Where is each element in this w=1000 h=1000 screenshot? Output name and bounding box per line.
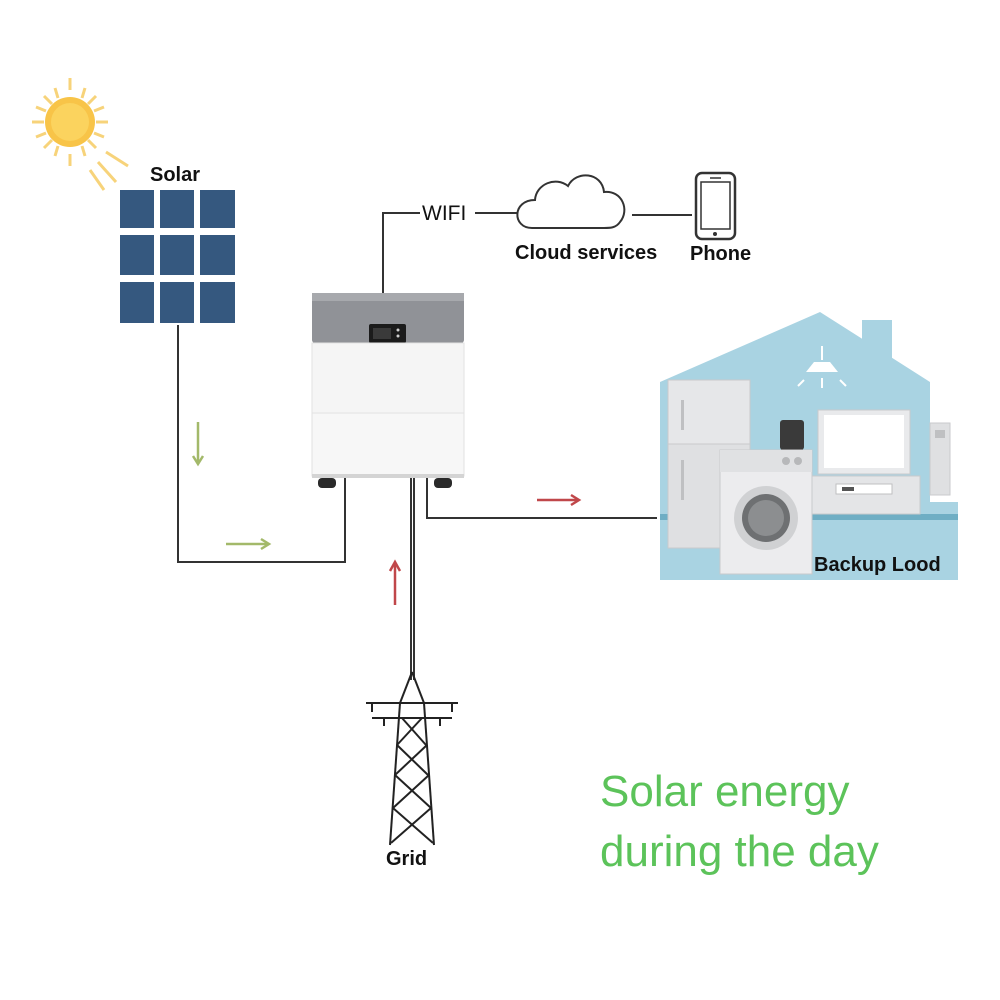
power-tower-icon [366,671,458,846]
wifi-label: WIFI [422,202,467,225]
cloud-icon [516,174,626,229]
solar-panel-icon [120,190,235,323]
phone-label: Phone [690,243,752,265]
solar-label: Solar [150,164,201,186]
sun-icon [32,78,129,191]
title-line-1: Solar energy [600,767,850,816]
wires [177,212,692,680]
backup-load-label: Backup Lood [814,554,941,576]
battery-inverter-icon [311,293,465,488]
diagram-title: Solar energy during the day [600,762,990,882]
title-line-2: during the day [600,827,879,876]
solar-flow-arrow-down [191,422,205,467]
load-flow-arrow-right [537,493,582,507]
grid-flow-arrow-up [388,559,402,605]
cloud-services-label: Cloud services [515,242,658,264]
house-appliances-icon [660,312,958,580]
phone-icon [694,171,737,241]
solar-flow-arrow-right [226,537,272,551]
grid-label: Grid [386,848,428,870]
